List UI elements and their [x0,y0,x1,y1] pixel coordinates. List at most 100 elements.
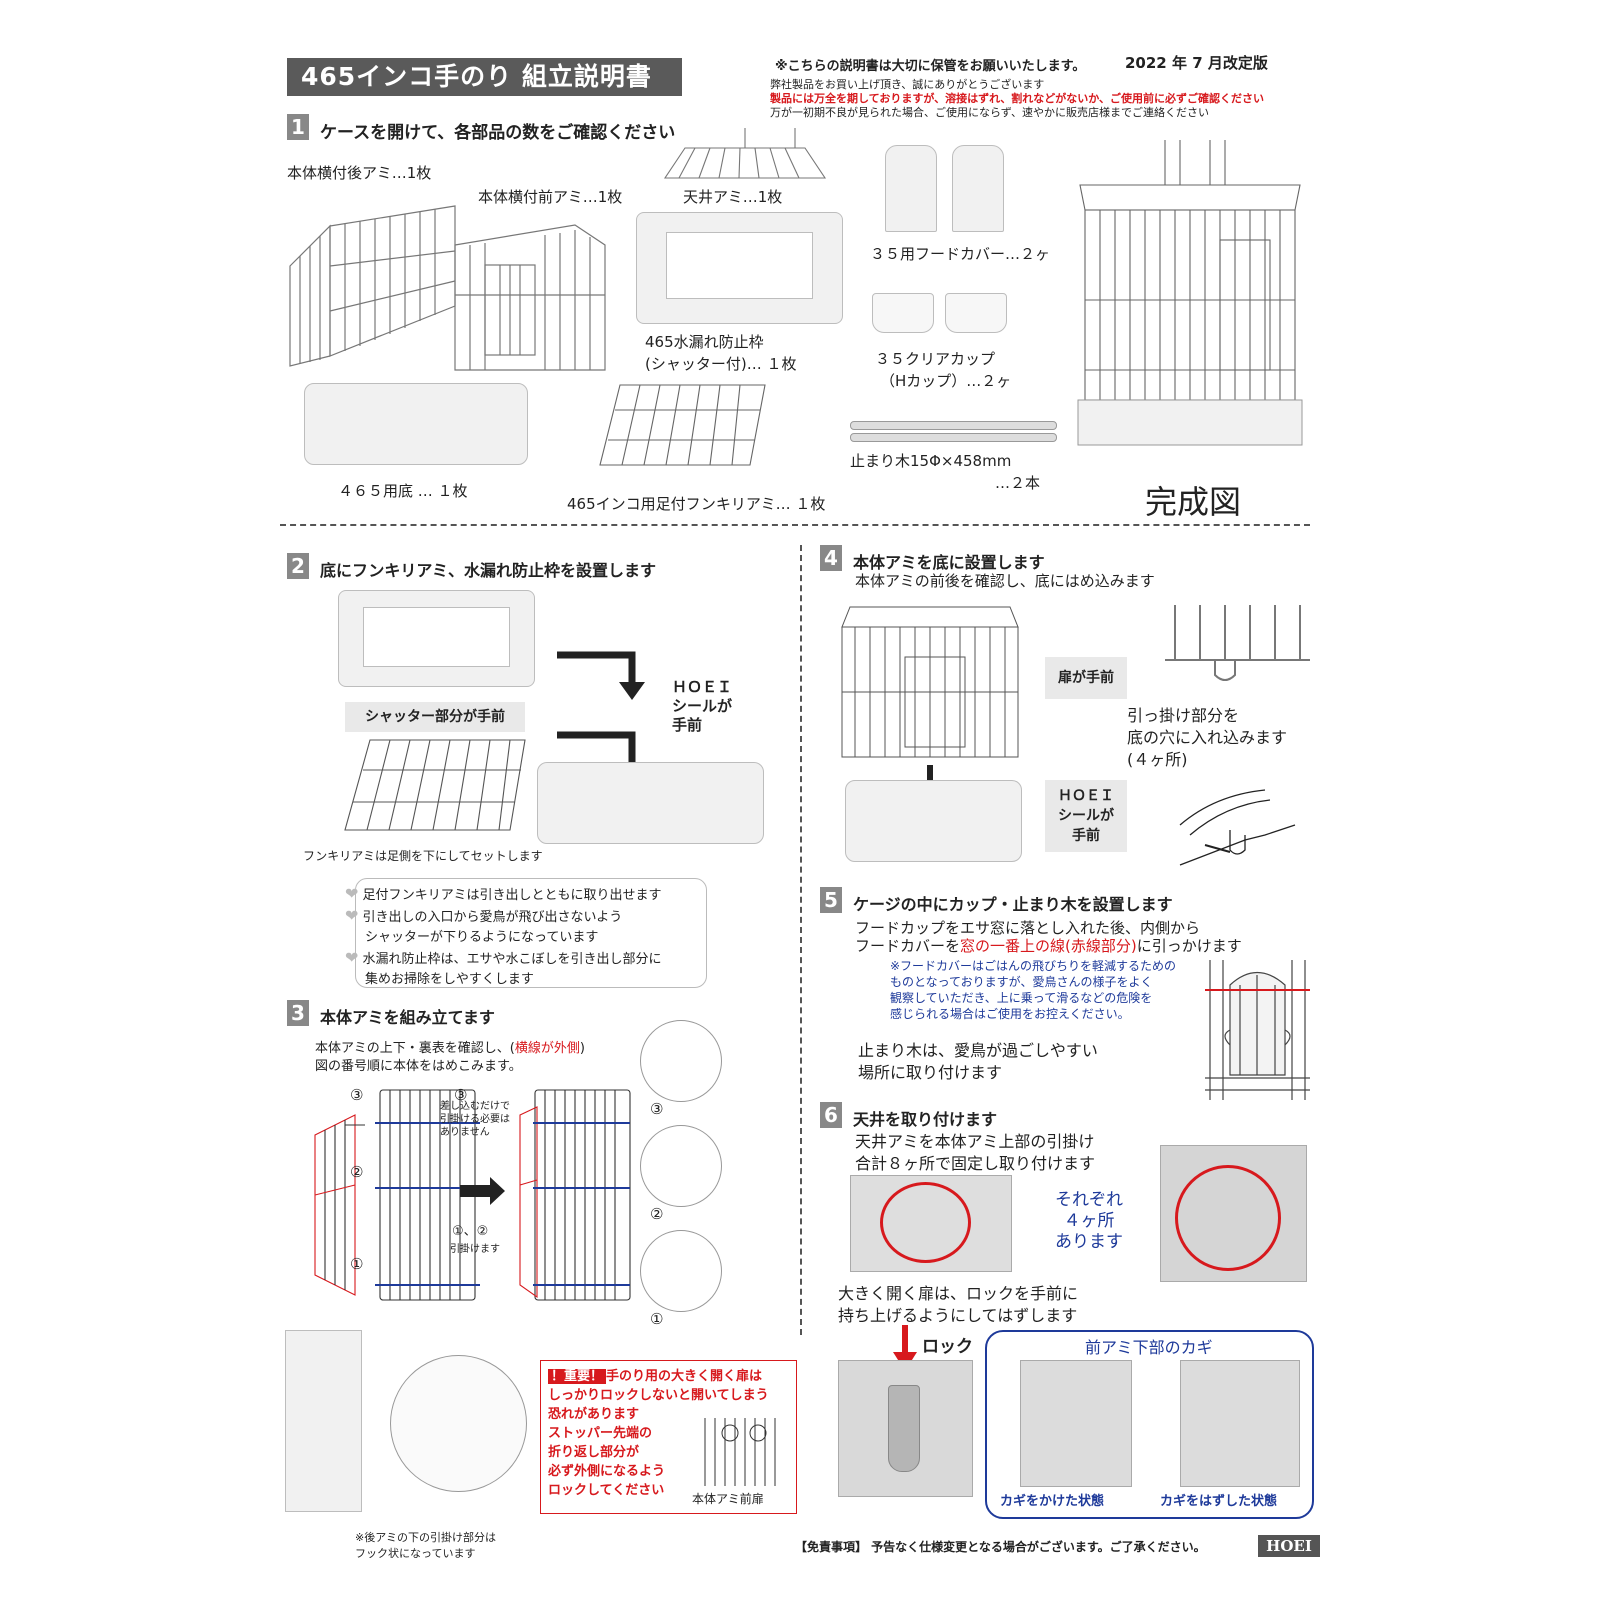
perch-desc-1: 止まり木は、愛鳥が過ごしやすい [858,1041,1098,1060]
step-number: 5 [820,887,842,913]
front-net-illustration [454,224,606,371]
lock-label: ロック [922,1337,973,1357]
step5-desc-2: フードカバーを窓の一番上の線(赤線部分)に引っかけます [855,937,1242,955]
step4-cage-illustration [841,606,1019,758]
base-tray-illustration [304,383,528,465]
step3-marker-1: ① [350,1255,364,1273]
detail-circle-1 [640,1230,722,1312]
door-desc-1: 大きく開く扉は、ロックを手前に [838,1284,1079,1303]
step5-heading: ケージの中にカップ・止まり木を設置します [853,895,1173,914]
step2-notes-box [355,878,707,988]
part-frame-2: (シャッター付)… １枚 [645,355,797,373]
keep-notice: ※こちらの説明書は大切に保管をお願いいたします。 [775,59,1086,74]
step-number: 4 [820,545,842,571]
step4-heading: 本体アミを底に設置します [853,553,1045,572]
clear-cup-2-illustration [945,293,1007,333]
perch-desc-2: 場所に取り付けます [858,1063,1003,1082]
step-number: 1 [287,114,309,140]
perch-2-illustration [850,433,1057,442]
list-item: 集めお掃除をしやすくします [365,972,534,987]
section-divider [280,524,1310,526]
unhooked-photo [1180,1360,1300,1487]
hook-part-illustration [1165,605,1310,681]
hook-desc: 引っ掛け部分を底の穴に入れ込みます(４ヶ所) [1127,706,1288,769]
step6-heading: 天井を取り付けます [853,1110,998,1129]
floor-net-step2-illustration [344,739,526,831]
front-hook-box [985,1330,1314,1519]
step3-note-12b: 引掛けます [450,1244,500,1255]
list-item: ❤ 引き出しの入口から愛鳥が飛び出さないよう [345,906,623,925]
important-box [540,1360,797,1514]
contact-text: 万が一初期不良が見られた場合、ご使用にならず、速やかに販売店様までご連絡ください [770,106,1210,119]
part-perch-1: 止まり木15Φ×458mm [850,452,1012,470]
detail-circle-3 [640,1020,722,1102]
step4-base-illustration [845,780,1022,862]
step6-desc-2: 合計８ヶ所で固定し取り付けます [855,1154,1096,1173]
perch-1-illustration [850,421,1057,430]
detail-marker-1: ① [650,1310,664,1328]
list-item: ❤ 足付フンキリアミは引き出しとともに取り出せます [345,884,662,903]
front-door-label: 本体アミ前扉 [692,1492,764,1506]
roof-hook-circle-2 [1175,1165,1281,1271]
arrow-down-1 [557,651,645,700]
food-cover-illustration [1205,960,1310,1100]
hood-cover-2-illustration [952,145,1004,232]
step1-heading: ケースを開けて、各部品の数をご確認ください [320,123,676,143]
warning-text: 製品には万全を期しておりますが、溶接はずれ、割れなどがないか、ご使用前に必ずご確… [770,92,1265,105]
step3-note-12a: ①、② [452,1224,489,1239]
step4-desc: 本体アミの前後を確認し、底にはめ込みます [855,572,1155,590]
part-perch-2: …２本 [995,474,1041,492]
rear-net-hook-photo [285,1330,362,1512]
clear-cup-1-illustration [872,293,934,333]
lock-latch [888,1385,920,1472]
hook-detail-circle [390,1355,527,1492]
floor-net-note: フンキリアミは足側を下にしてセットします [303,849,543,863]
step-number: 3 [287,1000,309,1026]
shutter-front-label: シャッター部分が手前 [345,702,525,732]
disclaimer: 【免責事項】 予告なく仕様変更となる場合がございます。ご了承ください。 [795,1540,1206,1554]
front-door-lock-illustration [704,1418,776,1486]
step3-marker-3b: ③ [454,1086,468,1104]
step6-desc-1: 天井アミを本体アミ上部の引掛け [855,1132,1095,1151]
roof-hook-circle-1 [880,1182,971,1263]
hooked-photo [1020,1360,1132,1487]
step5-desc-1: フードカップをエサ窓に落とし入れた後、内側から [855,919,1201,937]
brand-logo: HOEI [1258,1535,1320,1557]
detail-marker-3: ③ [650,1100,664,1118]
part-rear-net: 本体横付後アミ…1枚 [287,164,432,182]
important-text: ！重要！手のり用の大きく開く扉は しっかりロックしないと開いてしまう 恐れがあり… [548,1369,769,1498]
part-cup-1: ３５クリアカップ [875,350,996,368]
column-divider [800,545,802,1335]
part-cup-2: （Hカップ）…２ヶ [880,372,1012,390]
hook-insert-illustration [1179,789,1296,866]
page-title: 465インコ手のり 組立説明書 [287,58,682,96]
step-number: 2 [287,553,309,579]
detail-marker-2: ② [650,1205,664,1223]
step3-heading: 本体アミを組み立てます [320,1008,495,1027]
step-number: 6 [820,1102,842,1128]
list-item: ❤ 水漏れ防止枠は、エサや水こぼしを引き出し部分に [345,948,662,967]
thanks-text: 弊社製品をお買い上げ頂き、誠にありがとうございます [770,78,1045,91]
step3-desc-1: 本体アミの上下・裏表を確認し、(横線が外側) [315,1041,585,1056]
part-base: ４６５用底 … １枚 [338,482,468,500]
step2-heading: 底にフンキリアミ、水漏れ防止枠を設置します [320,561,657,580]
complete-label: 完成図 [1145,483,1242,521]
hook-note: ※後アミの下の引掛け部分はフック状になっています [355,1531,496,1560]
step3-assembly-diagram [314,1089,631,1301]
hoei-seal-label: ＨＯＥＩ シールが 手前 [672,678,733,734]
revision-label: 2022 年 7 月改定版 [1125,54,1268,72]
rear-net-illustration [289,205,456,367]
hood-cover-1-illustration [885,145,937,232]
hooked-label: カギをかけた状態 [1000,1494,1105,1509]
cover-note: ※フードカバーはごはんの飛びちりを軽減するためのものとなっておりますが、愛鳥さん… [890,959,1177,1021]
part-hood-cover: ３５用フードカバー…２ヶ [870,245,1051,263]
step3-marker-3: ③ [350,1086,364,1104]
part-roof-net: 天井アミ…1枚 [683,188,783,206]
step3-note-insert: 差し込むだけで引掛ける必要はありません [440,1101,510,1138]
base-tray-step2-illustration [537,762,764,844]
step3-desc-2: 図の番号順に本体をはめこみます。 [315,1059,522,1074]
step2-notes: ❤ 足付フンキリアミは引き出しとともに取り出せます ❤ 引き出しの入口から愛鳥が… [345,884,662,990]
door-front-label: 扉が手前 [1045,657,1127,699]
